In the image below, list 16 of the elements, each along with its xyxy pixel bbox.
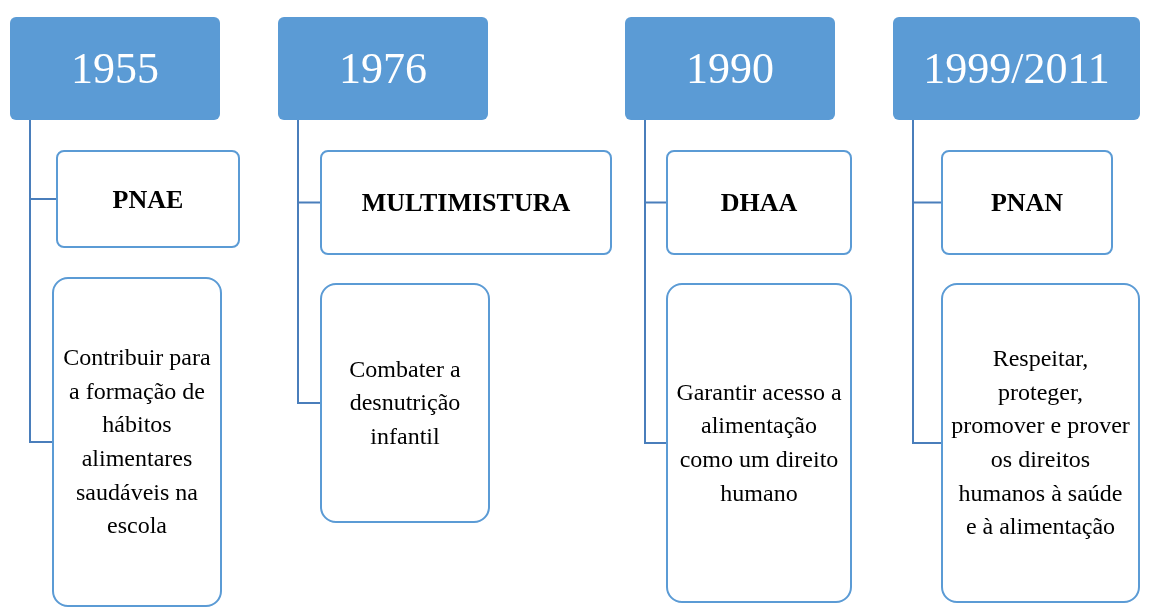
description-box: Contribuir para a formação de hábitos alimentares saudáveis na escola [52,277,222,607]
connector-line [297,119,321,404]
connector-line [29,119,53,443]
description-box: Combater a desnutrição infantil [320,283,490,523]
year-box: 1976 [278,17,488,120]
connector-line [644,119,667,444]
year-box: 1999/2011 [893,17,1140,120]
description-box: Respeitar, proteger, promover e prover os direitos humanos à saúde e à alimentação [941,283,1140,603]
description-box: Garantir acesso a alimentação como um direito humano [666,283,852,603]
connector-line [912,119,942,444]
title-box: PNAN [941,150,1113,255]
title-box: PNAE [56,150,240,248]
title-box: DHAA [666,150,852,255]
title-box: MULTIMISTURA [320,150,612,255]
year-box: 1955 [10,17,220,120]
year-box: 1990 [625,17,835,120]
